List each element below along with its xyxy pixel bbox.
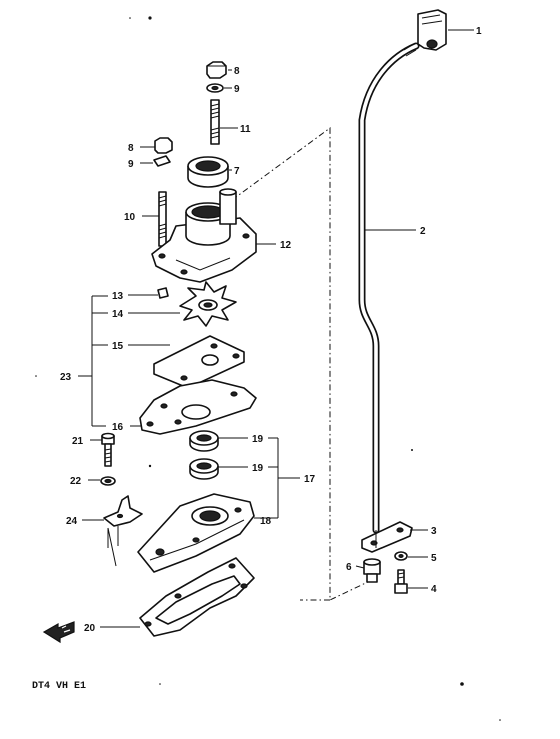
callout-12: 12: [280, 240, 292, 251]
callout-19-upper: 19: [252, 434, 264, 445]
callout-21: 21: [72, 436, 84, 447]
callout-8-lower: 8: [128, 143, 134, 154]
diagram-code: DT4 VH E1: [32, 681, 86, 692]
oil-seal-upper[interactable]: [189, 430, 219, 452]
lower-pump-case[interactable]: [137, 493, 255, 573]
bolt-4[interactable]: [394, 569, 408, 594]
callout-labels: 1 2 3 5 4 6 8 9 11 8 9 7 10 12 13 14 15 …: [60, 26, 482, 634]
leader-lines: [78, 29, 474, 628]
callout-22: 22: [70, 476, 82, 487]
stud-11[interactable]: [210, 99, 220, 145]
phantom-line: [231, 127, 373, 601]
callout-7: 7: [234, 166, 240, 177]
callout-24: 24: [66, 516, 78, 527]
callout-17: 17: [304, 474, 316, 485]
callout-2: 2: [420, 226, 426, 237]
callout-19-lower: 19: [252, 463, 264, 474]
callout-14: 14: [112, 309, 124, 320]
impeller-key[interactable]: [157, 287, 169, 299]
pump-housing[interactable]: [151, 188, 257, 283]
washer-lower[interactable]: [153, 155, 171, 167]
callout-3: 3: [431, 526, 437, 537]
tube-clamp-plate[interactable]: [361, 521, 413, 553]
assembly-lines: [107, 526, 119, 567]
washer-22[interactable]: [100, 476, 116, 486]
callout-4: 4: [431, 584, 437, 595]
scan-specks: [35, 16, 501, 721]
washer-upper[interactable]: [206, 83, 224, 93]
callout-18: 18: [260, 516, 272, 527]
callout-23: 23: [60, 372, 72, 383]
nut-upper[interactable]: [206, 61, 227, 79]
callout-11: 11: [240, 124, 251, 135]
washer-5[interactable]: [394, 551, 408, 561]
callout-9-upper: 9: [234, 84, 240, 95]
callout-20: 20: [84, 623, 96, 634]
bolt-21[interactable]: [101, 432, 115, 467]
callout-15: 15: [112, 341, 124, 352]
callout-1: 1: [476, 26, 482, 37]
nut-lower[interactable]: [154, 137, 173, 154]
lower-gasket[interactable]: [139, 557, 255, 637]
pump-gasket[interactable]: [139, 379, 257, 435]
tube-bracket[interactable]: [103, 495, 143, 527]
water-tube[interactable]: [358, 42, 420, 534]
front-direction-arrow-icon: [42, 621, 75, 644]
clamp-bolt[interactable]: [363, 558, 381, 583]
tube-grommet[interactable]: [417, 9, 447, 51]
callout-8-upper: 8: [234, 66, 240, 77]
impeller[interactable]: [179, 281, 237, 327]
oil-seal-lower[interactable]: [189, 458, 219, 480]
pump-plate[interactable]: [153, 335, 245, 389]
callout-5: 5: [431, 553, 437, 564]
callout-6: 6: [346, 562, 352, 573]
callout-10: 10: [124, 212, 136, 223]
water-seal[interactable]: [187, 156, 229, 188]
callout-13: 13: [112, 291, 124, 302]
stud-10[interactable]: [158, 191, 167, 247]
callout-16: 16: [112, 422, 124, 433]
callout-9-lower: 9: [128, 159, 134, 170]
